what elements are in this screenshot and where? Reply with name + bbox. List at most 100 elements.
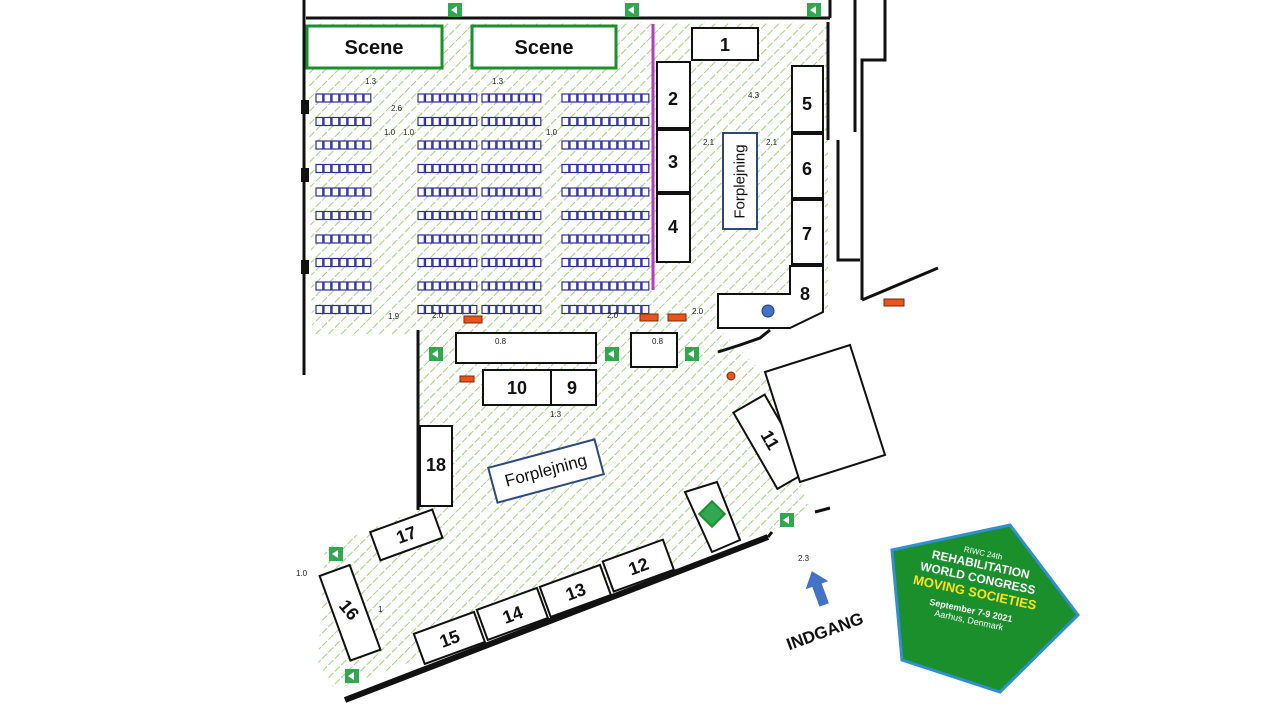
svg-text:1: 1 [378, 605, 383, 614]
booth-4[interactable]: 4 [656, 193, 691, 263]
seat-row [481, 210, 542, 221]
seat-row [481, 281, 542, 291]
seat-row [417, 257, 478, 268]
seat-row [315, 304, 372, 315]
booth-2-label: 2 [668, 89, 678, 109]
seat-row [561, 116, 650, 127]
seat-row [417, 234, 478, 244]
seat-row [561, 234, 650, 244]
booth-1[interactable]: 1 [691, 27, 759, 61]
seat-row [417, 281, 478, 291]
seat-row [481, 163, 542, 174]
seat-row [315, 210, 372, 221]
seat-row [481, 234, 542, 244]
seat-row [481, 140, 542, 150]
booth-7-label: 7 [802, 224, 812, 244]
seat-row [315, 93, 372, 103]
booth-14[interactable]: 14 [475, 586, 550, 642]
exit-sign-icon [685, 347, 699, 361]
seat-row [417, 163, 478, 174]
seat-row [481, 187, 542, 197]
booth-10-label: 10 [507, 378, 527, 398]
svg-text:1.3: 1.3 [492, 77, 504, 86]
exit-sign-icon [780, 513, 794, 527]
congress-logo [890, 523, 1080, 694]
svg-text:1.3: 1.3 [550, 410, 562, 419]
booths: 1 2 3 4 5 6 7 8 9 10 11 12 13 14 15 16 1… [318, 27, 824, 666]
seat-row [481, 257, 542, 268]
seating-area [315, 93, 650, 315]
seat-row [417, 304, 478, 315]
scene-right[interactable]: Scene [470, 24, 618, 70]
seat-row [561, 163, 650, 174]
seat-row [561, 257, 650, 268]
catering-area-upper[interactable]: Forplejning [722, 132, 758, 230]
booth-2[interactable]: 2 [656, 61, 691, 129]
svg-text:0.8: 0.8 [652, 337, 664, 346]
seat-row [561, 210, 650, 221]
seat-row [315, 163, 372, 174]
svg-text:1.0: 1.0 [546, 128, 558, 137]
floor-area [308, 22, 828, 690]
booth-7[interactable]: 7 [791, 199, 824, 265]
booth-9[interactable]: 9 [550, 369, 597, 406]
booth-5-label: 5 [802, 94, 812, 114]
seat-row [561, 93, 650, 103]
booth-1-label: 1 [720, 35, 730, 55]
seat-row [315, 140, 372, 150]
seat-row [481, 116, 542, 127]
booth-16[interactable]: 16 [318, 563, 382, 662]
seat-row [561, 140, 650, 150]
seat-row [561, 281, 650, 291]
seat-row [315, 116, 372, 127]
booth-8-label: 8 [800, 284, 810, 304]
booth-3[interactable]: 3 [656, 129, 691, 193]
svg-text:1.0: 1.0 [384, 128, 396, 137]
seat-row [315, 234, 372, 244]
svg-text:2.3: 2.3 [798, 554, 810, 563]
svg-text:4.3: 4.3 [748, 91, 760, 100]
svg-text:1.0: 1.0 [403, 128, 415, 137]
dimension-labels: 1.3 1.3 2.6 1.0 1.0 1.0 4.3 2.1 2.1 2.0 … [296, 77, 810, 614]
booth-17[interactable]: 17 [368, 508, 444, 562]
svg-text:2.0: 2.0 [692, 307, 704, 316]
seat-row [561, 304, 650, 315]
booth-8[interactable]: 8 [717, 265, 824, 329]
booth-18[interactable]: 18 [419, 425, 453, 507]
seat-row [315, 281, 372, 291]
booth-15[interactable]: 15 [412, 610, 487, 666]
scene-left[interactable]: Scene [305, 24, 444, 70]
wall-columns [301, 100, 309, 274]
booth-10[interactable]: 10 [482, 369, 552, 406]
walls [302, 0, 939, 703]
info-point-icon [761, 304, 775, 318]
svg-text:1.0: 1.0 [296, 569, 308, 578]
exit-sign-icon [807, 3, 821, 17]
seat-row [315, 257, 372, 268]
seat-row [417, 116, 478, 127]
exit-sign-icon [625, 3, 639, 17]
booth-6[interactable]: 6 [791, 133, 824, 199]
booth-9-label: 9 [567, 378, 577, 398]
svg-text:2.1: 2.1 [703, 138, 715, 147]
exit-sign-icon [345, 669, 359, 683]
fire-equipment-icons [459, 298, 905, 383]
seat-row [417, 140, 478, 150]
seat-row [481, 93, 542, 103]
booth-12[interactable]: 12 [601, 538, 676, 593]
svg-text:2.0: 2.0 [607, 311, 619, 320]
scene-left-label: Scene [345, 37, 404, 59]
seat-row [417, 93, 478, 103]
seat-row [315, 187, 372, 197]
booth-11[interactable]: 11 [732, 393, 810, 491]
booth-5[interactable]: 5 [791, 65, 824, 133]
svg-text:2.6: 2.6 [391, 104, 403, 113]
booth-13[interactable]: 13 [538, 563, 613, 619]
svg-text:2.0: 2.0 [432, 311, 444, 320]
booth-3-label: 3 [668, 152, 678, 172]
svg-text:0.8: 0.8 [495, 337, 507, 346]
scene-right-label: Scene [515, 37, 574, 59]
seat-row [481, 304, 542, 315]
exit-sign-icon [429, 347, 443, 361]
